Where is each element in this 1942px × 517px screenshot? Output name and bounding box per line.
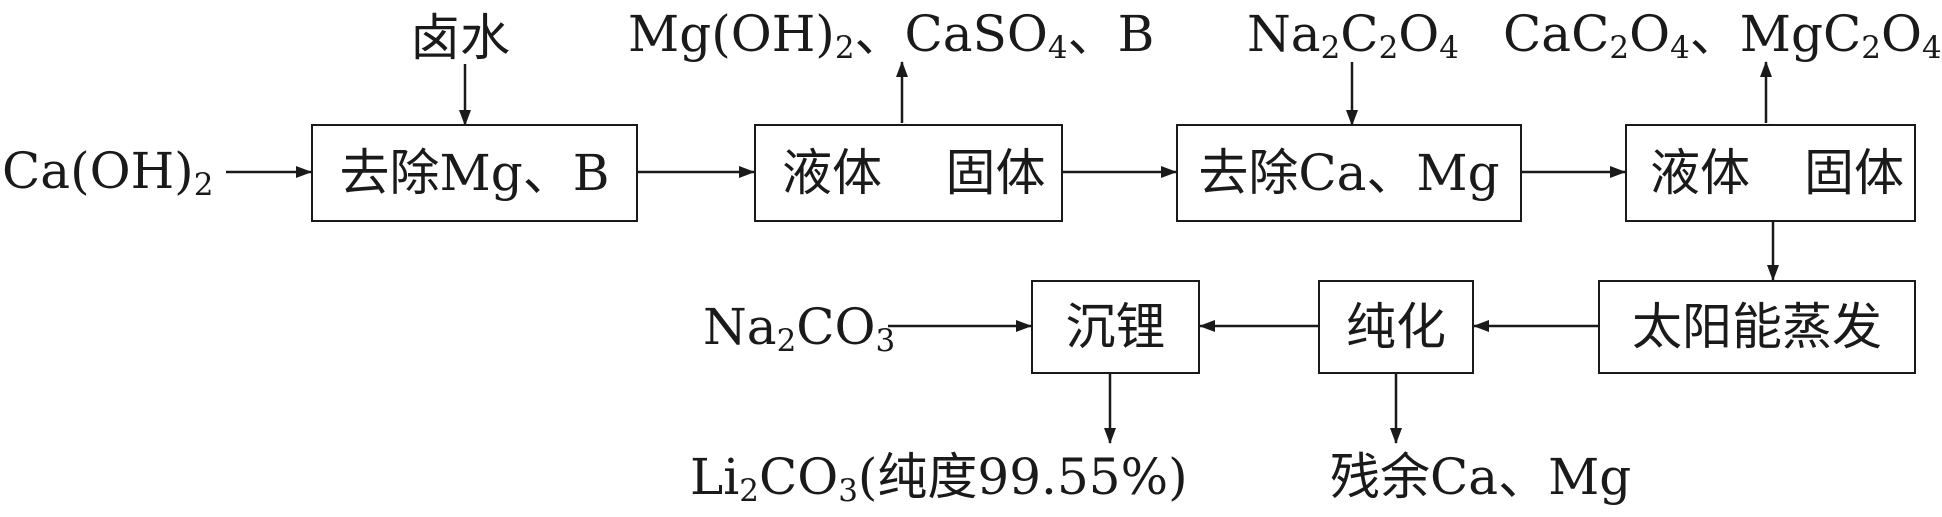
output-precipitate-2-text: O [1629,5,1671,63]
step-solar-evaporation: 太阳能蒸发 [1598,280,1916,374]
output-precipitate-2-subscript: 4 [1922,29,1942,66]
output-lithium-carbonate-text: CO [758,448,839,506]
output-lithium-carbonate-subscript: 2 [739,472,759,509]
separation-2-liquid-label: 液体 [1650,144,1750,202]
step-purification-label: 纯化 [1346,298,1446,356]
output-lithium-carbonate-text: Li [690,448,740,506]
separation-1-liquid-label: 液体 [782,144,882,202]
input-calcium-hydroxide-text: Ca(OH) [2,142,194,200]
input-sodium-oxalate-text: Na [1247,5,1321,63]
step-lithium-precipitation: 沉锂 [1031,280,1200,374]
output-precipitate-1-text: Mg(OH) [628,5,835,63]
output-precipitate-2-subscript: 2 [1609,29,1630,66]
output-precipitate-2-subscript: 2 [1861,29,1881,66]
input-calcium-hydroxide: Ca(OH)2 [2,142,213,200]
step-solar-evaporation-label: 太阳能蒸发 [1632,298,1882,356]
output-precipitate-2-text: 、MgC [1689,5,1862,63]
step-lithium-precipitation-label: 沉锂 [1065,298,1166,356]
step-remove-ca-mg: 去除Ca、Mg [1176,124,1522,222]
input-sodium-oxalate-subscript: 2 [1378,29,1399,66]
step-remove-mg-b-label: 去除Mg、B [339,144,610,202]
output-precipitate-2-text: CaC [1503,5,1610,63]
step-separation-1: 液体 固体 [754,124,1063,222]
input-sodium-carbonate-text: Na [703,298,777,356]
output-precipitate-1-text: 、B [1067,5,1155,63]
input-brine: 卤水 [410,9,510,67]
output-lithium-carbonate-subscript: 3 [838,472,858,509]
input-sodium-oxalate-subscript: 4 [1439,29,1460,66]
separation-2-solid-label: 固体 [1804,144,1904,202]
output-precipitate-1-subscript: 4 [1047,29,1068,66]
input-sodium-oxalate-subscript: 2 [1320,29,1341,66]
separation-1-solid-label: 固体 [945,144,1046,202]
input-sodium-carbonate-subscript: 2 [776,322,797,359]
input-sodium-oxalate-text: O [1398,5,1440,63]
step-remove-ca-mg-label: 去除Ca、Mg [1198,144,1500,202]
output-residue: 残余Ca、Mg [1330,448,1632,506]
step-purification: 纯化 [1318,280,1474,374]
output-precipitate-1-text: 、CaSO [854,5,1048,63]
output-lithium-carbonate-text: (纯度99.55%) [857,448,1188,506]
input-calcium-hydroxide-subscript: 2 [193,166,214,203]
input-sodium-carbonate-subscript: 3 [875,322,896,359]
output-precipitate-1-subscript: 2 [834,29,855,66]
step-separation-2: 液体 固体 [1625,124,1916,222]
output-precipitate-2-text: O [1881,5,1922,63]
input-sodium-oxalate-text: C [1340,5,1379,63]
output-precipitate-2-subscript: 4 [1670,29,1690,66]
input-sodium-carbonate-text: CO [796,298,876,356]
step-remove-mg-b: 去除Mg、B [311,124,638,222]
